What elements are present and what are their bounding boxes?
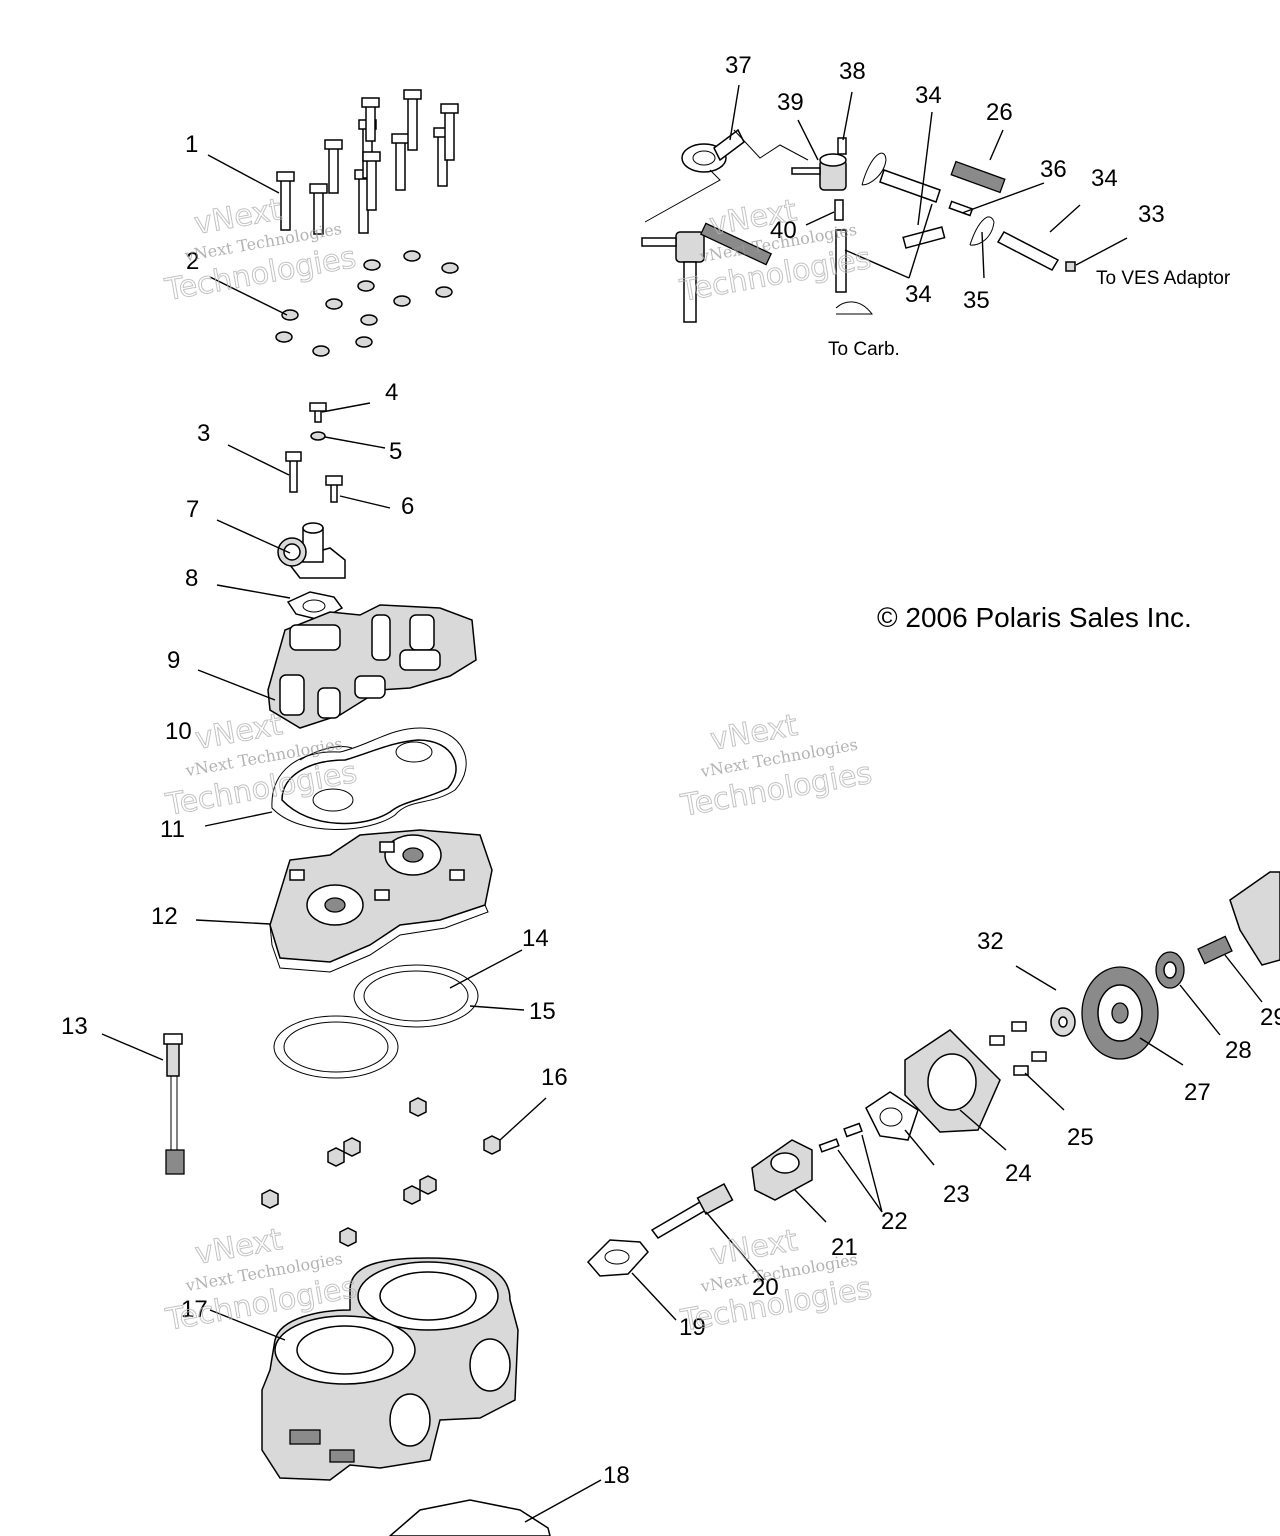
part-pump-shaft bbox=[650, 1182, 734, 1239]
part-temp-sensor bbox=[163, 1033, 185, 1175]
callout-16: 16 bbox=[541, 1064, 568, 1091]
callout-3: 3 bbox=[197, 420, 210, 447]
callout-13: 13 bbox=[61, 1013, 88, 1040]
part-pump-screws bbox=[818, 1122, 863, 1153]
part-ves-valve bbox=[641, 222, 773, 323]
part-ves-nipple bbox=[834, 199, 844, 221]
part-seal bbox=[1155, 951, 1185, 989]
part-impeller-washer bbox=[1050, 1007, 1076, 1037]
callout-2: 2 bbox=[186, 248, 199, 275]
part-impeller bbox=[1081, 966, 1159, 1060]
part-ves-solenoid bbox=[791, 153, 847, 191]
part-base-gasket-lower bbox=[273, 1015, 399, 1079]
callout-21: 21 bbox=[831, 1234, 858, 1261]
callout-6: 6 bbox=[401, 493, 414, 520]
callout-28: 28 bbox=[1225, 1037, 1252, 1064]
callout-35: 35 bbox=[963, 287, 990, 314]
part-ves-bracket bbox=[681, 128, 745, 173]
part-small-washer bbox=[310, 431, 326, 441]
callout-39: 39 bbox=[777, 89, 804, 116]
callout-25: 25 bbox=[1067, 1124, 1094, 1151]
callout-40: 40 bbox=[770, 217, 797, 244]
part-head-cover bbox=[267, 604, 477, 729]
callout-33: 33 bbox=[1138, 201, 1165, 228]
part-base-gasket-upper bbox=[353, 964, 479, 1028]
part-ves-fitting bbox=[837, 137, 847, 155]
part-screw bbox=[309, 402, 327, 423]
part-cylinder-block bbox=[261, 1257, 519, 1481]
part-ves-cable-line bbox=[644, 129, 809, 223]
callout-27: 27 bbox=[1184, 1079, 1211, 1106]
part-o-ring-gasket bbox=[271, 727, 467, 830]
callout-17: 17 bbox=[181, 1296, 208, 1323]
callout-26: 26 bbox=[986, 99, 1013, 126]
callout-labels: 1 2 3 4 5 6 7 8 9 10 11 12 13 14 15 16 1… bbox=[61, 52, 1280, 1489]
part-ves-hose-long bbox=[879, 169, 941, 203]
callout-34-b: 34 bbox=[1091, 165, 1118, 192]
callout-36: 36 bbox=[1040, 156, 1067, 183]
part-flange-bolt bbox=[325, 475, 343, 503]
part-thermostat-housing bbox=[277, 522, 346, 579]
part-ves-hose-short bbox=[902, 226, 946, 249]
copyright-notice: © 2006 Polaris Sales Inc. bbox=[877, 602, 1192, 633]
part-carb-hose bbox=[835, 229, 874, 315]
callout-22: 22 bbox=[881, 1208, 908, 1235]
callout-37: 37 bbox=[725, 52, 752, 79]
callout-29: 29 bbox=[1260, 1004, 1280, 1031]
callout-9: 9 bbox=[167, 647, 180, 674]
callout-34-a: 34 bbox=[915, 82, 942, 109]
callout-10: 10 bbox=[165, 718, 192, 745]
part-ves-clamp-right bbox=[969, 216, 995, 246]
part-pump-housing bbox=[904, 1029, 1001, 1133]
callout-23: 23 bbox=[943, 1181, 970, 1208]
note-to-ves-adaptor: To VES Adaptor bbox=[1096, 268, 1231, 289]
part-head-gasket bbox=[281, 739, 457, 825]
callout-12: 12 bbox=[151, 903, 178, 930]
watermark-layer: vNext vNext Technologies Technologies vN… bbox=[161, 192, 875, 1340]
part-nuts bbox=[261, 1097, 501, 1247]
part-pump-cover bbox=[1229, 871, 1280, 966]
part-mounting-plate bbox=[586, 1239, 649, 1277]
callout-4: 4 bbox=[385, 379, 398, 406]
callout-14: 14 bbox=[522, 925, 549, 952]
callout-8: 8 bbox=[185, 565, 198, 592]
part-ves-tee bbox=[948, 200, 974, 217]
part-cylinder-head bbox=[269, 829, 493, 973]
part-stud bbox=[285, 451, 302, 493]
callout-15: 15 bbox=[529, 998, 556, 1025]
part-ves-spring bbox=[950, 160, 1006, 194]
callout-19: 19 bbox=[679, 1314, 706, 1341]
callout-34-c: 34 bbox=[905, 281, 932, 308]
part-spring bbox=[1197, 935, 1233, 965]
part-ves-cap bbox=[1065, 261, 1076, 272]
part-pump-gasket bbox=[865, 1091, 919, 1141]
callout-7: 7 bbox=[186, 496, 199, 523]
part-ves-clamp-left bbox=[861, 152, 887, 186]
callout-32: 32 bbox=[977, 928, 1004, 955]
callout-18: 18 bbox=[603, 1462, 630, 1489]
part-pump-body bbox=[751, 1139, 813, 1201]
callout-5: 5 bbox=[389, 438, 402, 465]
part-washers bbox=[275, 250, 459, 357]
leader-lines bbox=[101, 84, 1263, 1523]
callout-1: 1 bbox=[185, 131, 198, 158]
note-to-carb: To Carb. bbox=[828, 339, 900, 360]
callout-38: 38 bbox=[839, 58, 866, 85]
part-housing-screws bbox=[989, 1021, 1047, 1076]
part-crankcase-gasket bbox=[388, 1499, 551, 1536]
callout-11: 11 bbox=[160, 816, 185, 843]
part-ves-hose-right bbox=[996, 231, 1060, 271]
part-cylinder-head-bolts bbox=[276, 89, 459, 235]
callout-24: 24 bbox=[1005, 1160, 1032, 1187]
callout-20: 20 bbox=[752, 1274, 779, 1301]
